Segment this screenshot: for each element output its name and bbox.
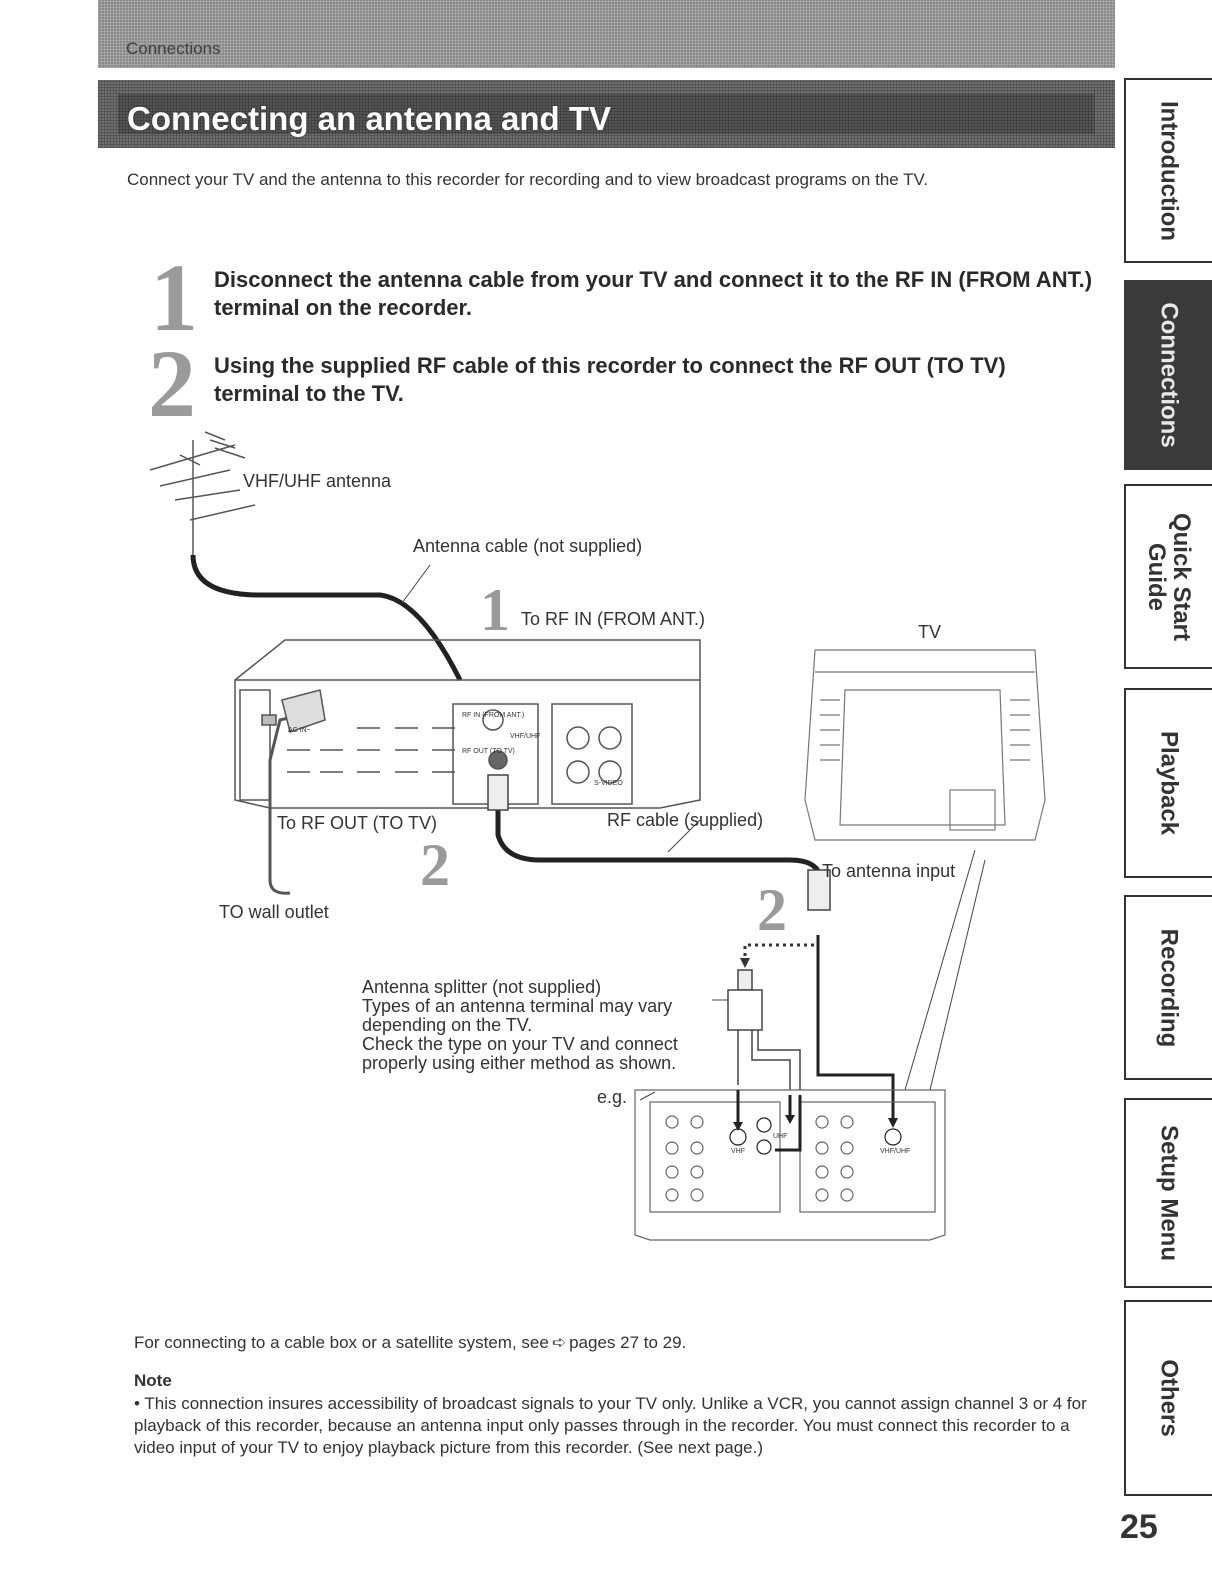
tv-vhf-label: VHF [731, 1148, 745, 1155]
eg-label: e.g. [597, 1087, 628, 1107]
header-bar [98, 0, 1115, 68]
panel-rf-out-label: RF OUT (TO TV) [462, 748, 515, 755]
page-number: 25 [1120, 1508, 1158, 1546]
tab-introduction[interactable]: Introduction [1124, 78, 1212, 263]
panel-ac-in-label: AC IN~ [288, 727, 311, 734]
tab-label: Quick Start Guide [1143, 512, 1196, 641]
splitter-line: Antenna splitter (not supplied) [362, 977, 602, 997]
rf-out-label: To RF OUT (TO TV) [277, 813, 438, 833]
tab-setup-menu[interactable]: Setup Menu [1124, 1098, 1212, 1288]
tv-icon [804, 649, 1046, 841]
panel-rf-in-label: RF IN (FROM ANT.) [462, 712, 525, 719]
cable-box-text: For connecting to a cable box or a satel… [134, 1333, 549, 1352]
rf-in-label: To RF IN (FROM ANT.) [521, 609, 705, 629]
tab-label: Recording [1155, 928, 1183, 1047]
antenna-cable-label: Antenna cable (not supplied) [413, 536, 643, 556]
diagram-step-2-marker-a: 2 [420, 832, 450, 898]
tab-recording[interactable]: Recording [1124, 895, 1212, 1080]
step-2-text: Using the supplied RF cable of this reco… [214, 353, 1006, 406]
title-bar [98, 80, 1115, 148]
panel-s-video-label: S-VIDEO [594, 780, 623, 787]
tab-others[interactable]: Others [1124, 1300, 1212, 1496]
wall-outlet-label: TO wall outlet [219, 902, 329, 922]
step-2-number: 2 [148, 330, 196, 437]
splitter-line: properly using either method as shown. [362, 1052, 677, 1073]
tv-terminal-panel [634, 1089, 946, 1241]
note-body: • This connection insures accessibility … [134, 1394, 1087, 1458]
recorder-icon [234, 639, 701, 809]
tab-label: Connections [1155, 302, 1183, 448]
splitter-line: depending on the TV. [362, 1014, 533, 1035]
tab-connections[interactable]: Connections [1124, 280, 1212, 470]
tv-label: TV [918, 622, 942, 642]
diagram-step-1-marker: 1 [480, 577, 510, 643]
arrow-icon: ➪ [551, 1333, 567, 1352]
tab-label: Others [1155, 1359, 1183, 1437]
tab-playback[interactable]: Playback [1124, 688, 1212, 878]
page-title: Connecting an antenna and TV [127, 100, 612, 137]
tab-quick-start-guide[interactable]: Quick Start Guide [1124, 484, 1212, 669]
splitter-icon [727, 969, 801, 1090]
cable-box-pages[interactable]: pages 27 to 29. [569, 1333, 687, 1352]
antenna-cable [190, 554, 463, 682]
intro-text: Connect your TV and the antenna to this … [127, 170, 929, 189]
tv-uhf-label: UHF [773, 1133, 788, 1140]
diagram-step-2-marker-b: 2 [757, 877, 787, 943]
splitter-line: Check the type on your TV and connect [362, 1033, 678, 1054]
step-1-number: 1 [150, 244, 198, 351]
tab-label: Introduction [1155, 100, 1183, 241]
section-label: Connections [126, 39, 221, 58]
cable-box-reference: For connecting to a cable box or a satel… [134, 1333, 686, 1353]
antenna-icon [149, 431, 256, 555]
splitter-note: Antenna splitter (not supplied) Types of… [362, 978, 678, 1072]
tab-label: Setup Menu [1155, 1125, 1183, 1261]
tab-label: Playback [1155, 730, 1183, 836]
note-heading: Note [134, 1371, 172, 1390]
rf-cable [495, 790, 823, 876]
panel-vhf-uhf-label: VHF/UHF [510, 733, 541, 740]
power-cord [268, 713, 301, 895]
step-1-text: Disconnect the antenna cable from your T… [214, 267, 1093, 320]
tv-vhf-uhf-label: VHF/UHF [880, 1148, 911, 1155]
rf-cable-label: RF cable (supplied) [607, 810, 764, 830]
antenna-input-label: To antenna input [822, 861, 956, 881]
antenna-label: VHF/UHF antenna [243, 471, 392, 491]
splitter-line: Types of an antenna terminal may vary [362, 995, 673, 1016]
